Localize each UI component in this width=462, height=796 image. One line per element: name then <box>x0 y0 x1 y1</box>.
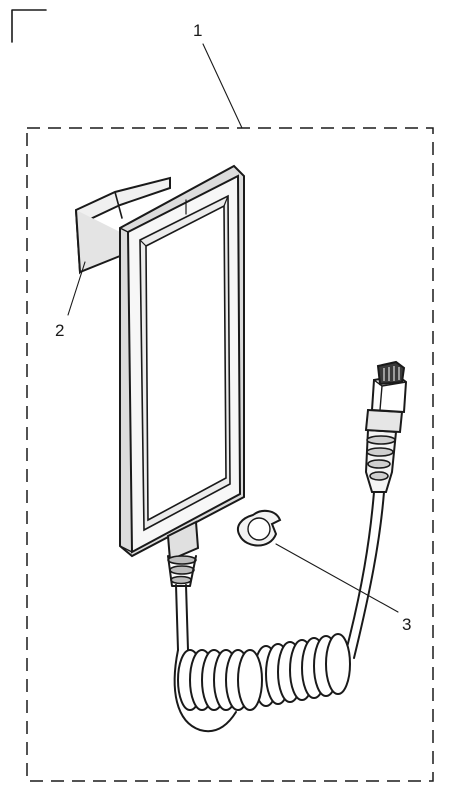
callout-label-3: 3 <box>402 615 411 634</box>
leader-line-3 <box>275 543 399 613</box>
callout-label-1: 1 <box>193 21 202 40</box>
handset-unit <box>74 164 245 587</box>
cable-ring <box>236 509 282 547</box>
assembly-boundary <box>26 127 434 782</box>
corner-bracket-icon <box>11 9 47 43</box>
callout-label-2: 2 <box>55 321 64 340</box>
coiled-cable <box>173 491 385 733</box>
leader-line-1 <box>202 43 243 129</box>
rj-connector <box>364 360 408 493</box>
leader-line-2 <box>67 261 86 316</box>
